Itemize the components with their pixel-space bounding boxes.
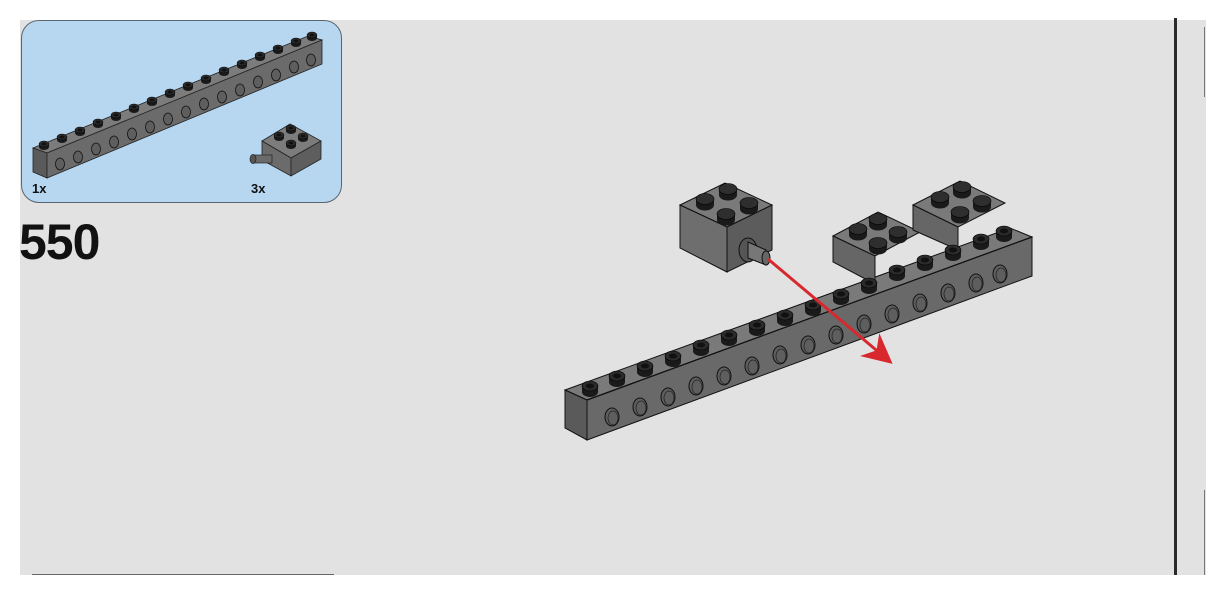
callout-beam bbox=[31, 31, 324, 179]
right-edge-marker-top bbox=[1204, 27, 1205, 97]
attached-brick-2 bbox=[911, 180, 1007, 251]
right-edge-marker-bottom bbox=[1204, 490, 1205, 575]
callout-brick-with-pin bbox=[249, 123, 322, 177]
quantity-label-beam: 1x bbox=[32, 181, 47, 196]
inserting-brick-with-pin bbox=[678, 182, 774, 273]
step-number: 550 bbox=[19, 214, 100, 270]
bottom-rule bbox=[32, 574, 334, 575]
quantity-label-brick: 3x bbox=[251, 181, 266, 196]
insertion-arrow bbox=[767, 257, 893, 364]
page-divider bbox=[1174, 18, 1177, 575]
